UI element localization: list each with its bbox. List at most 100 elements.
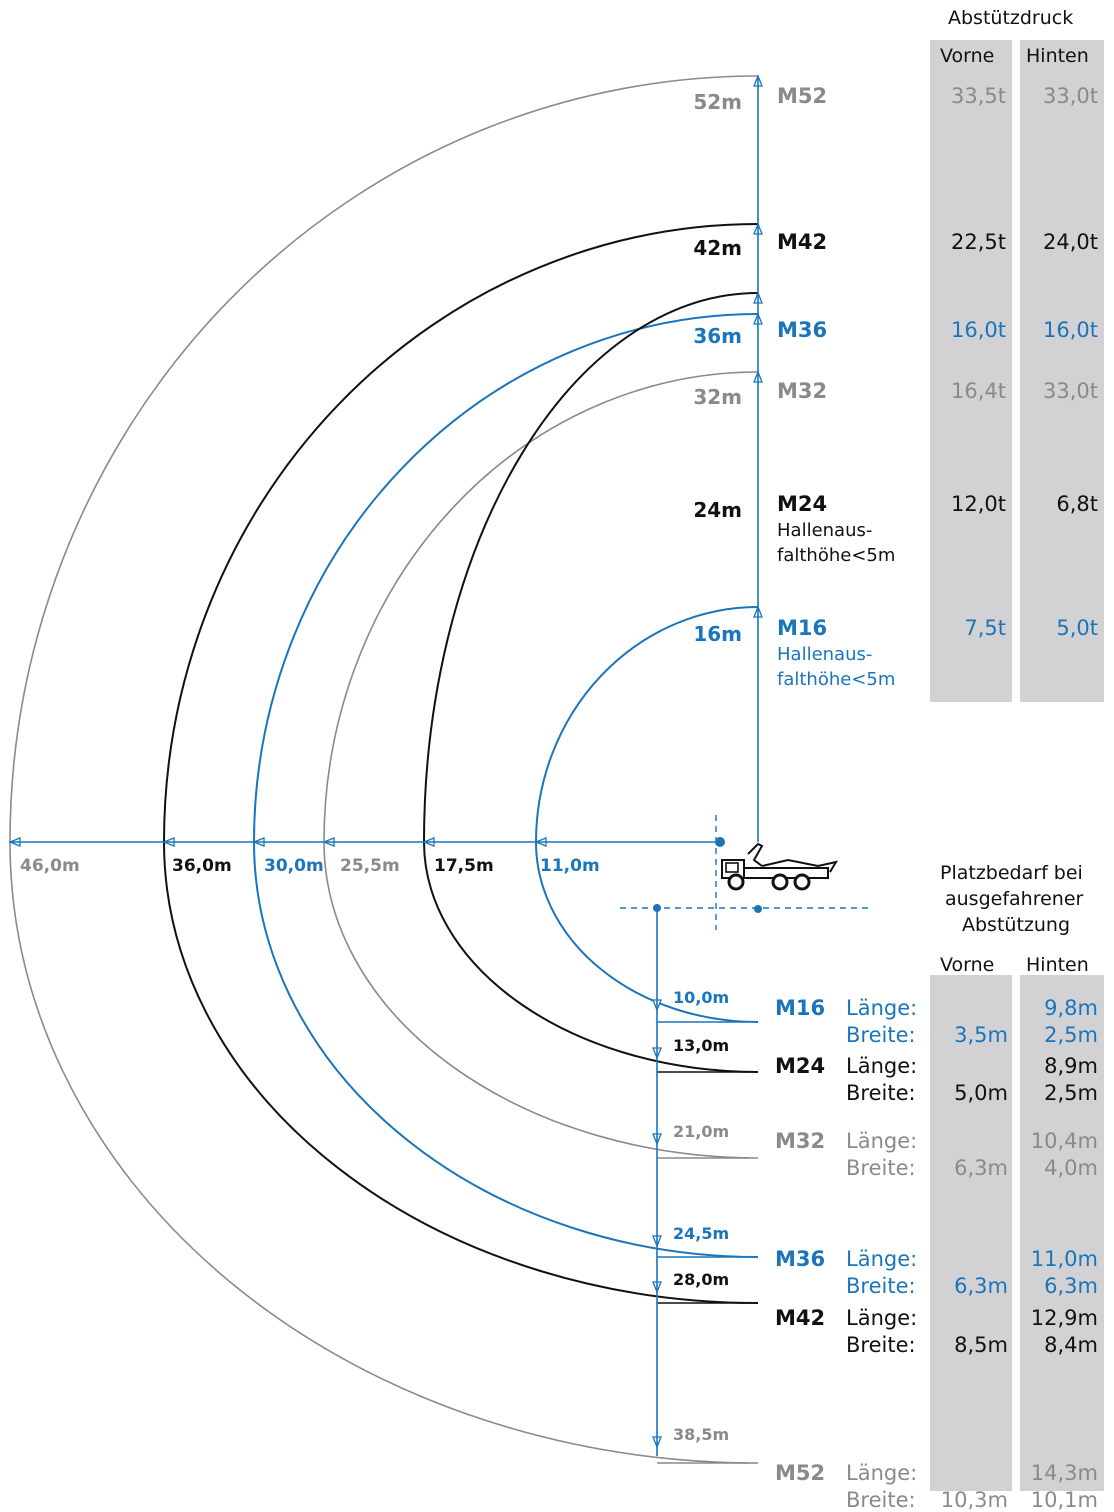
space-length-label-m16: Länge:	[846, 996, 918, 1020]
space-width-front-m32: 6,3m	[954, 1156, 1008, 1180]
space-length-rear-m42: 12,9m	[1030, 1306, 1098, 1330]
space-width-label-m24: Breite:	[846, 1081, 916, 1105]
reach-curve-m36	[252, 313, 759, 1258]
space-length-rear-m52: 14,3m	[1030, 1461, 1098, 1485]
note-m16-line2: falthöhe<5m	[777, 669, 896, 690]
pressure-rear-m36: 16,0t	[1043, 318, 1098, 342]
reach-label-m24: 17,5m	[434, 856, 494, 876]
space-width-front-m24: 5,0m	[954, 1081, 1008, 1105]
reach-label-m42: 36,0m	[172, 856, 232, 876]
space-length-rear-m16: 9,8m	[1044, 996, 1098, 1020]
reach-curve-m16	[534, 606, 759, 1023]
space-length-label-m24: Länge:	[846, 1054, 918, 1078]
model-label-m24: M24	[777, 492, 828, 516]
pressure-front-m42: 22,5t	[951, 230, 1006, 254]
space-width-label-m36: Breite:	[846, 1274, 916, 1298]
pressure-rear-column	[1020, 40, 1104, 702]
space-header-line3: Abstützung	[962, 914, 1071, 936]
model-label-m36: M36	[777, 318, 828, 342]
space-length-label-m36: Länge:	[846, 1247, 918, 1271]
reach-label-m32: 25,5m	[340, 856, 400, 876]
space-width-rear-m42: 8,4m	[1044, 1333, 1098, 1357]
space-rear-column	[1020, 975, 1104, 1491]
model-label-m52: M52	[777, 84, 828, 108]
pressure-rear-m32: 33,0t	[1043, 379, 1098, 403]
space-header-line1: Platzbedarf bei	[940, 862, 1083, 884]
height-label-m32: 32m	[693, 385, 742, 409]
axes	[8, 74, 868, 1456]
down-label-m16: 10,0m	[673, 988, 730, 1007]
model-label-m42: M42	[777, 230, 828, 254]
space-width-label-m52: Breite:	[846, 1488, 916, 1512]
down-label-m42: 28,0m	[673, 1270, 730, 1289]
down-label-m52: 38,5m	[673, 1425, 730, 1444]
pressure-header-front: Vorne	[940, 45, 995, 67]
pressure-rear-m24: 6,8t	[1056, 492, 1098, 516]
reach-curve-m52	[9, 75, 759, 1464]
note-m16-line1: Hallenaus-	[777, 644, 873, 665]
space-length-label-m42: Länge:	[846, 1306, 918, 1330]
height-label-m24: 24m	[693, 498, 742, 522]
model-label-m16: M16	[777, 616, 828, 640]
note-m24-line1: Hallenaus-	[777, 520, 873, 541]
space-width-label-m16: Breite:	[846, 1023, 916, 1047]
truck-icon	[721, 842, 839, 891]
reach-label-m16: 11,0m	[540, 856, 600, 876]
pressure-front-m24: 12,0t	[951, 492, 1006, 516]
space-width-rear-m36: 6,3m	[1044, 1274, 1098, 1298]
space-front-column	[930, 975, 1012, 1491]
down-label-m24: 13,0m	[673, 1036, 730, 1055]
reach-label-m52: 46,0m	[20, 856, 80, 876]
space-length-rear-m32: 10,4m	[1030, 1129, 1098, 1153]
pressure-front-column	[930, 40, 1012, 702]
space-width-front-m16: 3,5m	[954, 1023, 1008, 1047]
space-width-rear-m52: 10,1m	[1030, 1488, 1098, 1512]
height-label-m36: 36m	[693, 324, 742, 348]
space-width-front-m52: 10,3m	[940, 1488, 1008, 1512]
space-model-m32: M32	[775, 1129, 826, 1153]
space-model-m52: M52	[775, 1461, 826, 1485]
space-width-rear-m16: 2,5m	[1044, 1023, 1098, 1047]
reach-curve-m42	[162, 223, 759, 1304]
pressure-rear-m42: 24,0t	[1043, 230, 1098, 254]
down-label-m36: 24,5m	[673, 1224, 730, 1243]
pressure-header-rear: Hinten	[1026, 45, 1089, 67]
pressure-rear-m16: 5,0t	[1056, 616, 1098, 640]
space-header-rear: Hinten	[1026, 954, 1089, 976]
space-width-front-m36: 6,3m	[954, 1274, 1008, 1298]
space-width-label-m32: Breite:	[846, 1156, 916, 1180]
reach-origin-dot	[715, 837, 725, 847]
space-model-m36: M36	[775, 1247, 826, 1271]
space-model-m24: M24	[775, 1054, 826, 1078]
pressure-front-m32: 16,4t	[951, 379, 1006, 403]
space-width-rear-m24: 2,5m	[1044, 1081, 1098, 1105]
space-model-m42: M42	[775, 1306, 826, 1330]
space-width-front-m42: 8,5m	[954, 1333, 1008, 1357]
pressure-header-title: Abstützdruck	[948, 7, 1074, 29]
down-label-m32: 21,0m	[673, 1122, 730, 1141]
height-label-m42: 42m	[693, 236, 742, 260]
space-header-line2: ausgefahrener	[945, 888, 1084, 910]
model-label-m32: M32	[777, 379, 828, 403]
height-label-m52: 52m	[693, 90, 742, 114]
height-label-m16: 16m	[693, 622, 742, 646]
reach-curves	[9, 75, 759, 1464]
space-length-label-m32: Länge:	[846, 1129, 918, 1153]
space-length-rear-m24: 8,9m	[1044, 1054, 1098, 1078]
space-model-m16: M16	[775, 996, 826, 1020]
pressure-front-m52: 33,5t	[951, 84, 1006, 108]
space-length-rear-m36: 11,0m	[1030, 1247, 1098, 1271]
pressure-front-m36: 16,0t	[951, 318, 1006, 342]
space-length-label-m52: Länge:	[846, 1461, 918, 1485]
reach-label-m36: 30,0m	[264, 856, 324, 876]
down-origin-dot	[653, 904, 661, 912]
pressure-front-m16: 7,5t	[964, 616, 1006, 640]
space-header-front: Vorne	[940, 954, 995, 976]
space-width-label-m42: Breite:	[846, 1333, 916, 1357]
mast-base-dot	[754, 905, 762, 913]
reach-curve-m24	[422, 292, 759, 1073]
note-m24-line2: falthöhe<5m	[777, 545, 896, 566]
pressure-rear-m52: 33,0t	[1043, 84, 1098, 108]
space-width-rear-m32: 4,0m	[1044, 1156, 1098, 1180]
